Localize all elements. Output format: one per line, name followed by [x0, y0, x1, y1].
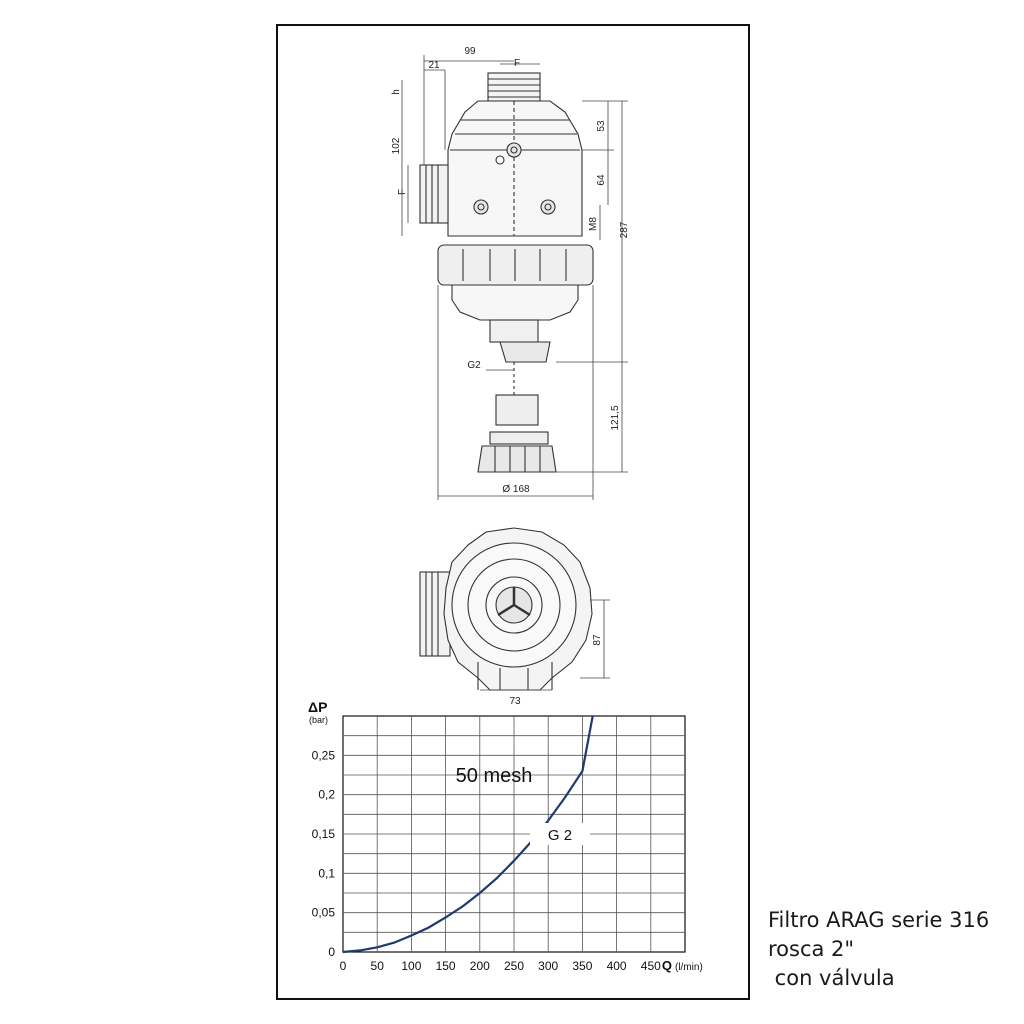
pressure-drop-chart: 0 50 100 150 200 250 300 350 400 450 0 0,05 0,1 0,15 0…	[308, 699, 703, 973]
dim-f-side-label: F	[397, 189, 408, 195]
x-tick-label: 0	[340, 959, 347, 973]
x-tick-label: 400	[607, 959, 627, 973]
x-axis-title: Q	[662, 958, 672, 973]
annotation-g2-background	[530, 823, 590, 845]
filter-side-view	[419, 72, 594, 473]
x-tick-label: 200	[470, 959, 490, 973]
x-axis-unit: (l/min)	[675, 962, 703, 973]
x-tick-label: 250	[504, 959, 524, 973]
x-tick-label: 150	[436, 959, 456, 973]
caption-line-2: rosca 2"	[768, 937, 855, 961]
dim-53-label: 53	[596, 120, 607, 132]
product-caption: Filtro ARAG serie 316 rosca 2" con válvu…	[768, 906, 1018, 993]
dim-87-label: 87	[592, 634, 603, 646]
filter-top-view	[419, 527, 593, 691]
y-tick-label: 0,25	[312, 748, 336, 762]
dim-102-label: 102	[391, 137, 402, 154]
annotation-g2: G 2	[548, 827, 572, 844]
side-view-dimension-labels: 99 21 F h 102 F 53 64 M8 287 G2 121,5 Ø …	[391, 46, 630, 495]
caption-line-1: Filtro ARAG serie 316	[768, 908, 990, 932]
dim-121-5-label: 121,5	[610, 405, 621, 430]
dim-73-label: 73	[509, 696, 521, 707]
dim-99-label: 99	[464, 46, 476, 57]
dim-64-label: 64	[596, 174, 607, 186]
y-tick-label: 0,1	[318, 866, 335, 880]
x-tick-label: 450	[641, 959, 661, 973]
dim-168-label: Ø 168	[502, 484, 530, 495]
annotation-50-mesh: 50 mesh	[456, 765, 533, 787]
dim-287-label: 287	[619, 221, 630, 238]
top-view-dimension-lines	[480, 599, 610, 691]
x-tick-label: 50	[371, 959, 385, 973]
top-view-dimension-labels: 87 73	[509, 634, 603, 707]
curve-g-2	[342, 715, 594, 954]
x-tick-label: 350	[572, 959, 592, 973]
dim-g2-label: G2	[467, 360, 481, 371]
caption-line-3: con válvula	[768, 966, 895, 990]
y-tick-label: 0	[328, 945, 335, 959]
y-tick-label: 0,05	[312, 906, 336, 920]
dim-21-label: 21	[428, 60, 440, 71]
side-view-dimension-lines	[401, 55, 628, 500]
y-tick-label: 0,2	[318, 788, 335, 802]
dim-m8-label: M8	[588, 217, 599, 231]
y-axis-unit: (bar)	[309, 715, 328, 725]
y-axis-title: ΔP	[308, 699, 327, 715]
x-tick-label: 300	[538, 959, 558, 973]
dim-h-label: h	[391, 89, 402, 95]
x-tick-label: 100	[401, 959, 421, 973]
y-tick-label: 0,15	[312, 827, 336, 841]
dim-f-top-label: F	[514, 58, 520, 69]
